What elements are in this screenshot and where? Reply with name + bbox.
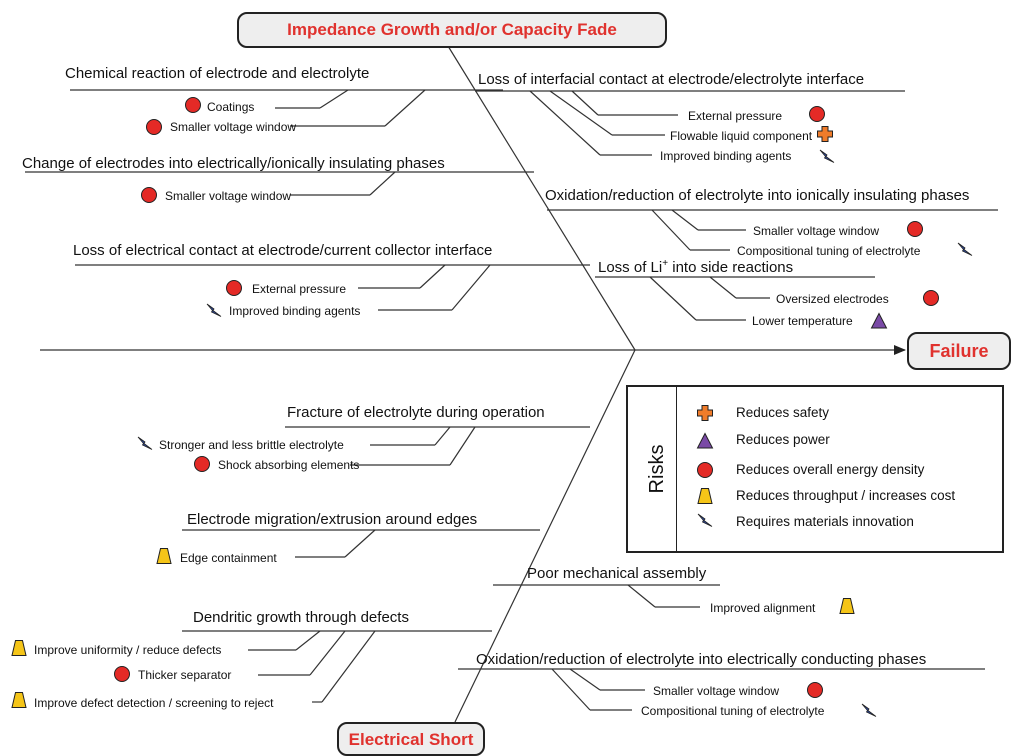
circle-icon [808, 105, 826, 123]
cause-chem-label: Chemical reaction of electrode and elect… [65, 65, 370, 82]
remedy-defect-detection: Improve defect detection / screening to … [34, 696, 274, 710]
trapezoid-icon [696, 487, 714, 505]
remedy-shock-absorbing: Shock absorbing elements [218, 458, 360, 472]
cross-icon [696, 404, 714, 422]
trapezoid-icon [10, 639, 28, 657]
remedy-coatings: Coatings [207, 100, 255, 114]
top-main-bone [447, 45, 636, 351]
legend-item-power: Reduces power [736, 432, 830, 447]
remedy-oversized-electrodes: Oversized electrodes [776, 292, 889, 306]
remedy-uniformity: Improve uniformity / reduce defects [34, 643, 222, 657]
remedy-external-pressure: External pressure [688, 109, 783, 123]
remedy-improved-alignment: Improved alignment [710, 601, 816, 615]
remedy-compositional-tuning: Compositional tuning of electrolyte [737, 244, 921, 258]
cause-dendrite-label: Dendritic growth through defects [193, 609, 409, 626]
circle-icon [225, 279, 243, 297]
circle-icon [696, 461, 714, 479]
remedy-lower-temperature: Lower temperature [752, 314, 853, 328]
outcome-label: Failure [929, 340, 989, 361]
triangle-icon [696, 432, 714, 450]
remedy-thicker-separator: Thicker separator [138, 668, 232, 682]
legend-item-throughput: Reduces throughput / increases cost [736, 488, 956, 503]
cause-oxidation-label: Oxidation/reduction of electrolyte into … [545, 187, 970, 204]
risk-legend: Risks Reduces safety Reduces power Reduc… [626, 385, 1004, 553]
bolt-icon [136, 434, 154, 452]
legend-item-energy-density: Reduces overall energy density [736, 462, 925, 477]
circle-icon [113, 665, 131, 683]
bolt-icon [696, 511, 714, 529]
legend-item-safety: Reduces safety [736, 405, 830, 420]
outcome-box: Failure [907, 332, 1011, 370]
cause-conducting-label: Oxidation/reduction of electrolyte into … [476, 651, 927, 668]
cause-fracture-label: Fracture of electrolyte during operation [287, 404, 545, 421]
top-effect-label: Impedance Growth and/or Capacity Fade [287, 20, 617, 39]
bolt-icon [956, 240, 974, 258]
trapezoid-icon [10, 691, 28, 709]
cause-contact-label: Loss of electrical contact at electrode/… [73, 242, 493, 259]
bolt-icon [860, 701, 878, 719]
circle-icon [906, 220, 924, 238]
legend-divider [676, 387, 677, 551]
remedy-compositional-tuning: Compositional tuning of electrolyte [641, 704, 825, 718]
cause-mechanical-label: Poor mechanical assembly [527, 565, 707, 582]
circle-icon [193, 455, 211, 473]
remedy-voltage-window: Smaller voltage window [170, 120, 297, 134]
legend-item-materials: Requires materials innovation [736, 514, 914, 529]
trapezoid-icon [838, 597, 856, 615]
remedy-binding-agents: Improved binding agents [229, 304, 361, 318]
circle-icon [145, 118, 163, 136]
cross-icon [816, 125, 834, 143]
bolt-icon [818, 147, 836, 165]
remedy-edge-containment: Edge containment [180, 551, 277, 565]
bolt-icon [205, 301, 223, 319]
bottom-main-bone [454, 349, 636, 723]
cause-insulating-label: Change of electrodes into electrically/i… [22, 155, 445, 172]
cause-migration-label: Electrode migration/extrusion around edg… [187, 511, 478, 528]
trapezoid-icon [155, 547, 173, 565]
remedy-flowable-liquid: Flowable liquid component [670, 129, 813, 143]
circle-icon [140, 186, 158, 204]
cause-li-loss-label: Loss of Li+ into side reactions [598, 258, 794, 276]
remedy-voltage-window: Smaller voltage window [653, 684, 780, 698]
circle-icon [184, 96, 202, 114]
remedy-binding-agents: Improved binding agents [660, 149, 792, 163]
remedy-stronger-electrolyte: Stronger and less brittle electrolyte [159, 438, 344, 452]
circle-icon [806, 681, 824, 699]
triangle-icon [870, 312, 888, 330]
remedy-voltage-window: Smaller voltage window [165, 189, 292, 203]
bottom-effect-label: Electrical Short [348, 730, 474, 749]
remedy-external-pressure: External pressure [252, 282, 347, 296]
top-effect-box: Impedance Growth and/or Capacity Fade [237, 12, 667, 48]
circle-icon [922, 289, 940, 307]
legend-title: Risks [645, 444, 668, 494]
cause-interfacial-label: Loss of interfacial contact at electrode… [478, 71, 865, 88]
remedy-voltage-window: Smaller voltage window [753, 224, 880, 238]
